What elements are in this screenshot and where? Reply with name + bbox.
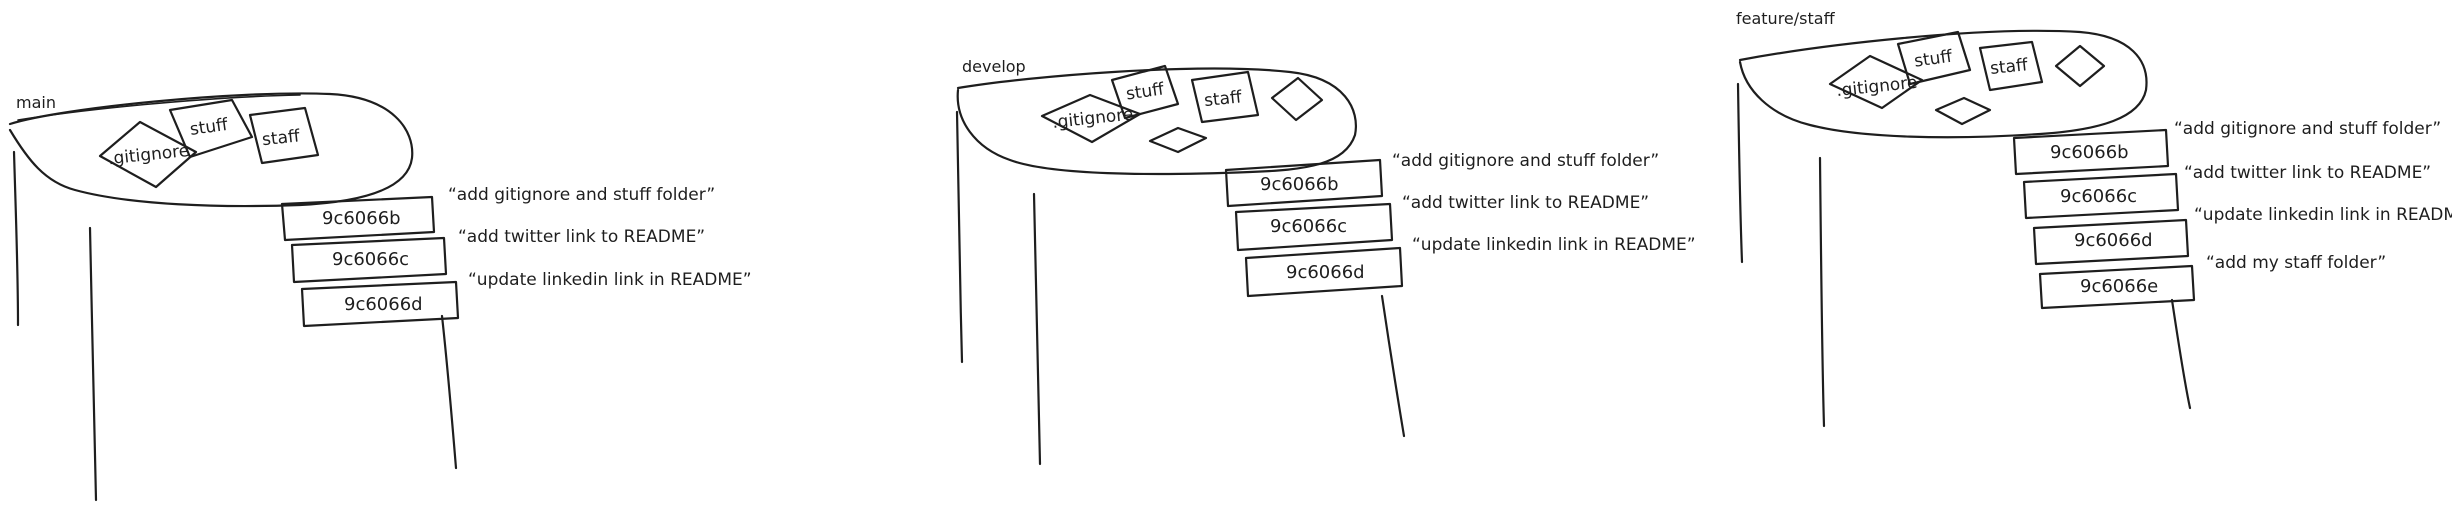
commit-1: 9c6066c “add twitter link to README”	[2022, 163, 2431, 220]
branch-edge-right	[440, 314, 458, 470]
empty-diamond	[2054, 44, 2106, 88]
commit-message: “add twitter link to README”	[1402, 193, 1649, 213]
branch-edge-inner	[1818, 156, 1826, 428]
commit-2: 9c6066d “update linkedin link in README”	[1244, 235, 1696, 298]
commit-hash: 9c6066b	[1260, 174, 1339, 195]
commit-message: “add twitter link to README”	[458, 227, 705, 247]
branch-label: develop	[962, 57, 1026, 76]
commit-1: 9c6066c “add twitter link to README”	[290, 227, 705, 284]
file-label: stuff	[189, 115, 231, 140]
file-label: .gitignore	[1835, 73, 1918, 101]
file-label: staff	[1989, 55, 2030, 79]
file-diamond-staff: staff	[1190, 70, 1260, 124]
commit-hash: 9c6066c	[1270, 216, 1347, 237]
branch-diagram-feature-staff: feature/staff .gitignore stuff staff 9c6…	[1736, 9, 2452, 428]
file-diamond-staff: staff	[1978, 40, 2044, 92]
commit-message: “add gitignore and stuff folder”	[448, 185, 715, 205]
empty-diamond	[1270, 76, 1324, 122]
commit-1: 9c6066c “add twitter link to README”	[1234, 193, 1649, 252]
branch-label: feature/staff	[1736, 9, 1836, 28]
commit-hash: 9c6066d	[344, 294, 423, 315]
empty-diamond	[1148, 126, 1208, 154]
branch-edge-right	[2170, 298, 2192, 410]
branch-edge-inner	[1032, 192, 1042, 466]
branch-edge-left	[12, 150, 20, 327]
file-label: staff	[1203, 87, 1244, 111]
branch-blob	[8, 92, 414, 208]
empty-diamond	[1934, 96, 1992, 126]
commit-hash: 9c6066b	[322, 208, 401, 229]
file-label: stuff	[1913, 46, 1955, 71]
commit-message: “update linkedin link in README”	[468, 270, 752, 290]
file-diamond-staff: staff	[248, 106, 320, 165]
branch-edge-inner	[88, 226, 98, 502]
commit-message: “add twitter link to README”	[2184, 163, 2431, 183]
commit-message: “update linkedin link in README”	[2194, 205, 2452, 225]
commit-message: “add gitignore and stuff folder”	[1392, 151, 1659, 171]
branch-label-underline	[17, 94, 301, 121]
branch-edge-right	[1380, 294, 1406, 438]
file-diamond-gitignore: .gitignore	[98, 120, 198, 189]
commit-2: 9c6066d “update linkedin link in README”	[300, 270, 752, 328]
branch-blob	[1738, 29, 2148, 139]
commit-0: 9c6066b “add gitignore and stuff folder”	[280, 185, 715, 242]
file-diamond-stuff: stuff	[168, 98, 254, 159]
commit-hash: 9c6066d	[2074, 230, 2153, 251]
commit-hash: 9c6066d	[1286, 262, 1365, 283]
file-label: stuff	[1125, 79, 1167, 104]
commit-message: “update linkedin link in README”	[1412, 235, 1696, 255]
file-label: .gitignore	[107, 141, 190, 169]
commit-0: 9c6066b “add gitignore and stuff folder”	[1224, 151, 1659, 208]
commit-hash: 9c6066c	[2060, 186, 2137, 207]
branch-edge-left	[955, 110, 964, 364]
commit-hash: 9c6066c	[332, 249, 409, 270]
branch-blob	[956, 67, 1357, 176]
commit-hash: 9c6066b	[2050, 142, 2129, 163]
commit-hash: 9c6066e	[2080, 276, 2158, 297]
commit-message: “add my staff folder”	[2206, 253, 2386, 273]
commit-message: “add gitignore and stuff folder”	[2174, 119, 2441, 139]
file-diamond-stuff: stuff	[1110, 64, 1180, 120]
branch-edge-left	[1736, 82, 1744, 264]
file-label: staff	[261, 126, 302, 150]
commit-2: 9c6066d “update linkedin link in README”	[2032, 205, 2452, 266]
file-diamond-stuff: stuff	[1896, 30, 1972, 86]
commit-3: 9c6066e “add my staff folder”	[2038, 253, 2386, 310]
commit-0: 9c6066b “add gitignore and stuff folder”	[2012, 119, 2441, 176]
branch-diagram-develop: develop .gitignore stuff staff 9c6066b “…	[955, 57, 1696, 466]
file-diamond-gitignore: .gitignore	[1828, 54, 1924, 110]
branch-diagram-main: main .gitignore stuff staff 9c6066b “add…	[8, 92, 752, 502]
branch-label: main	[16, 93, 56, 112]
